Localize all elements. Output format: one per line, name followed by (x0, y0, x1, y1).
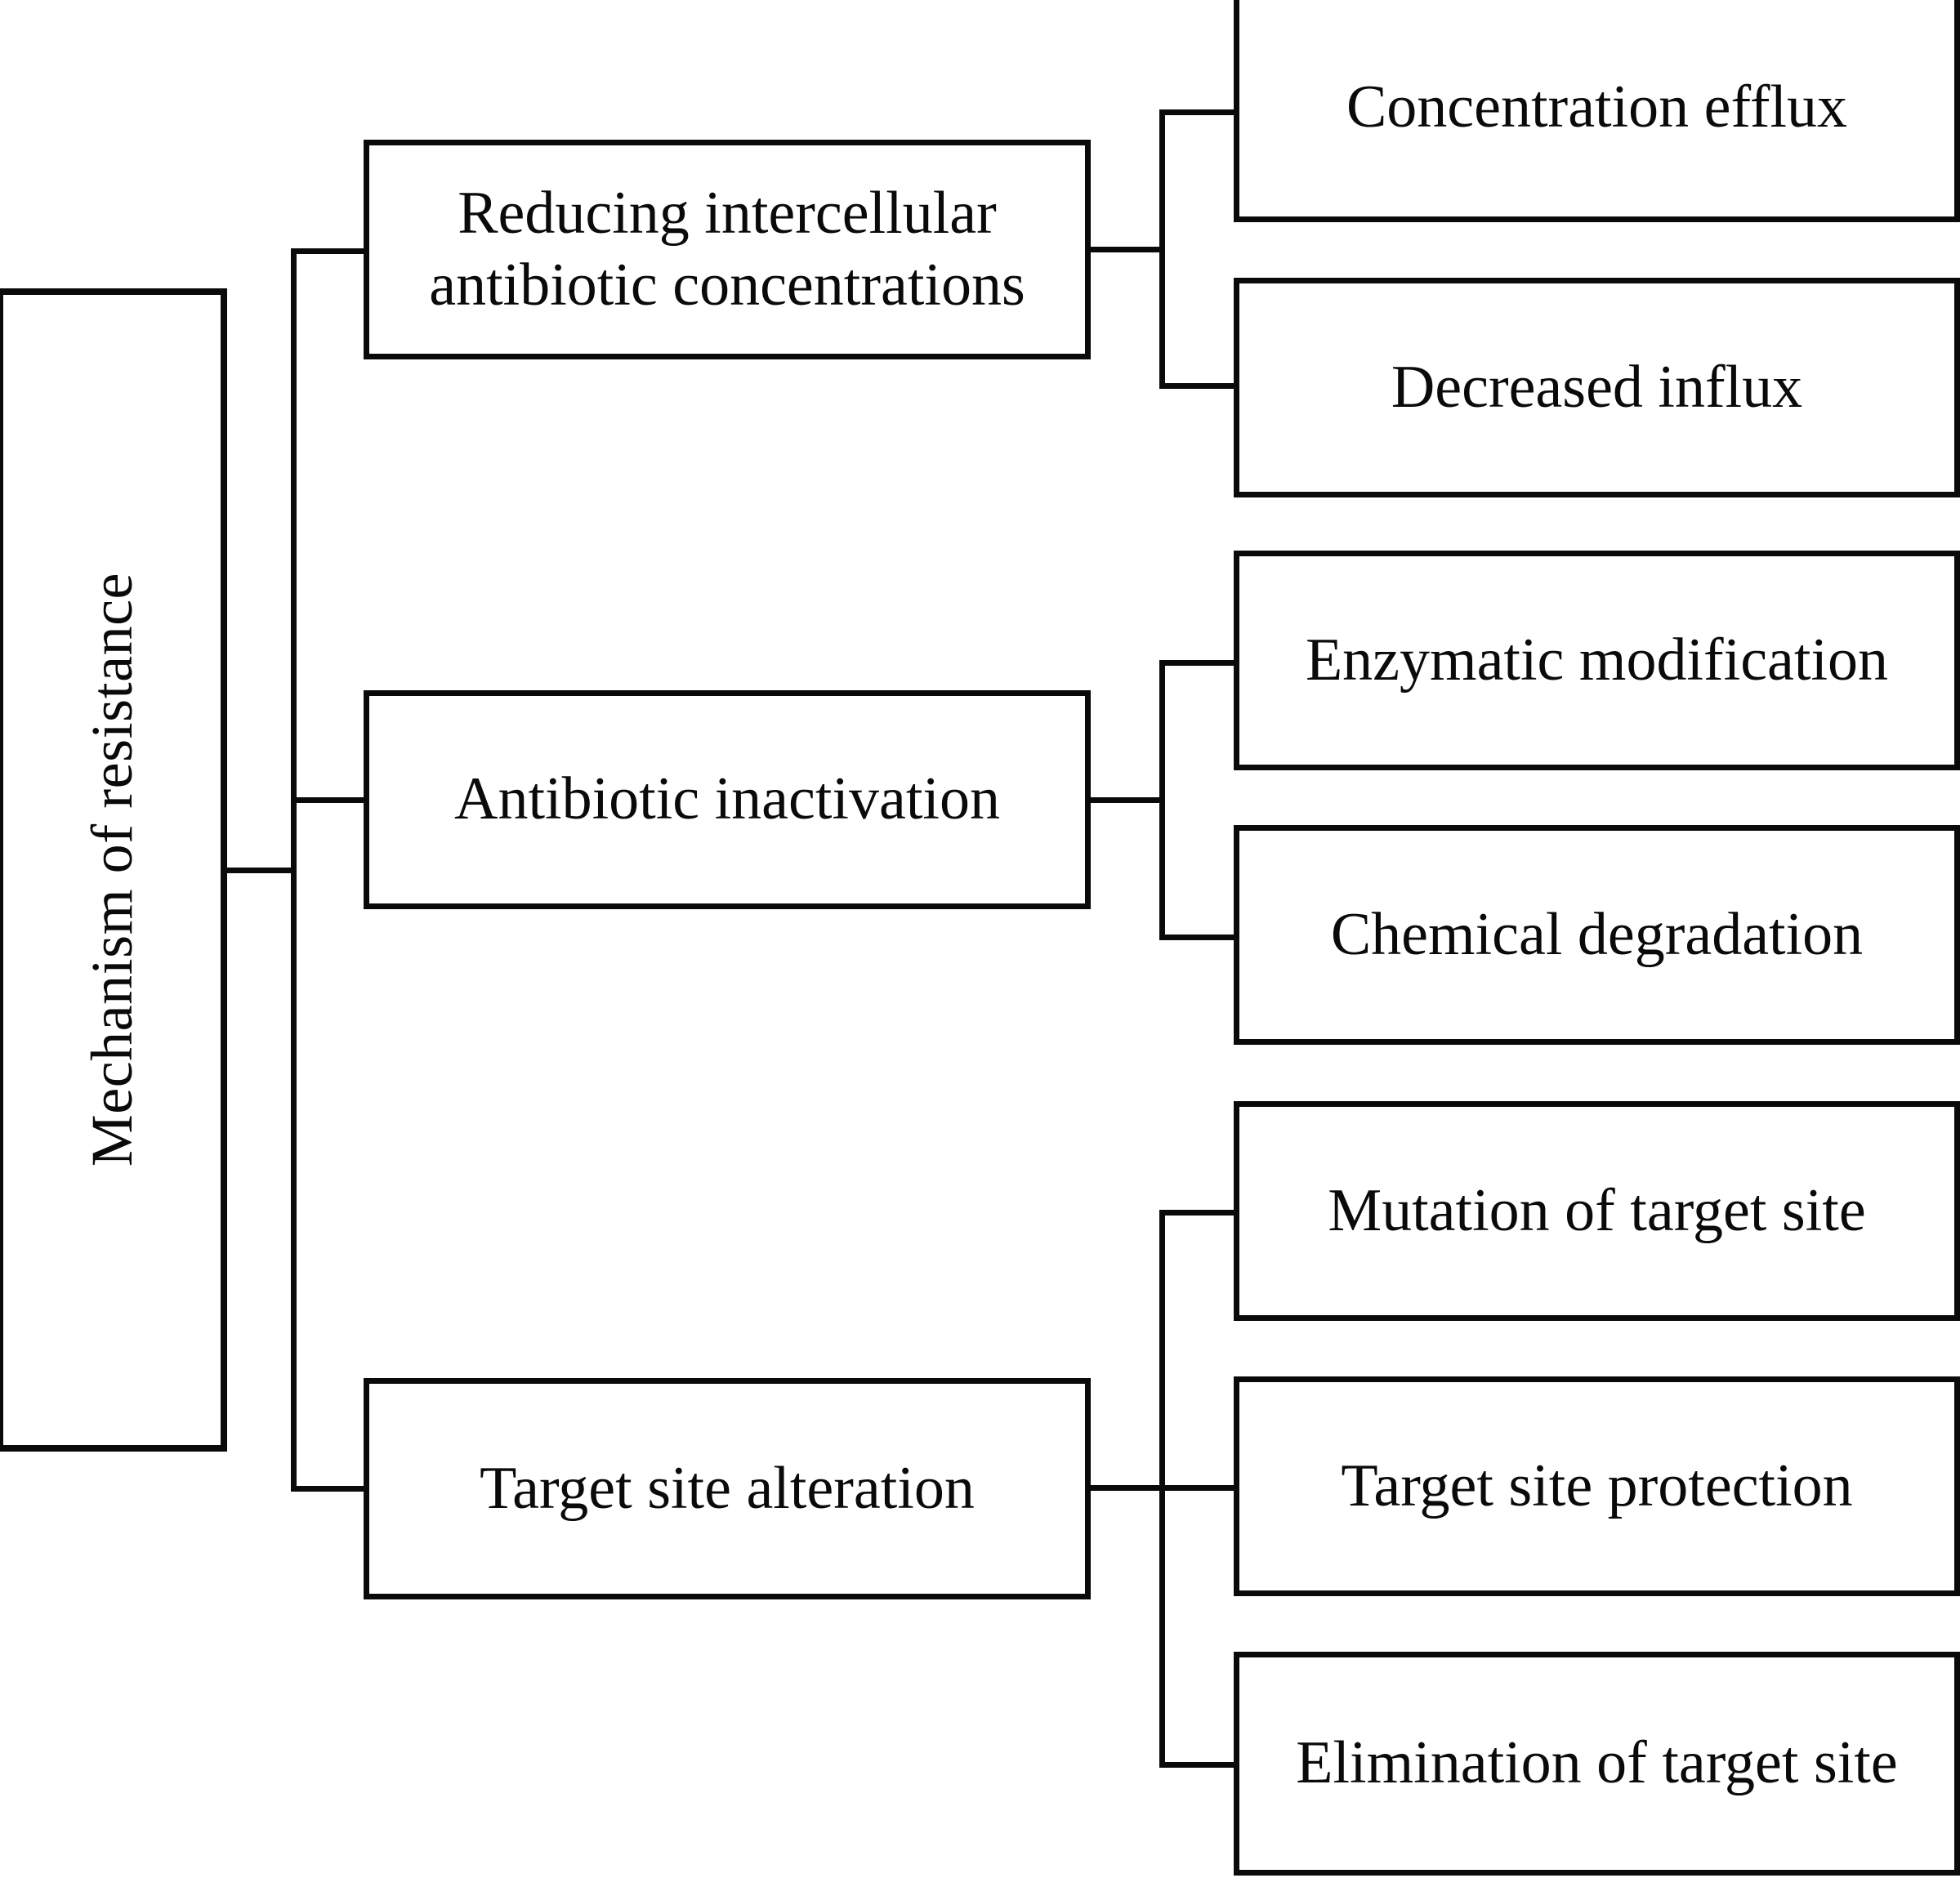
connector-root-to-branch-1 (291, 248, 368, 254)
connector-root-to-branch-2 (291, 797, 368, 803)
leaf-node-2-1-label: Enzymatic modification (1305, 626, 1889, 694)
leaf-node-3-2-label: Target site protection (1341, 1452, 1853, 1519)
leaf-node-1-2[interactable]: Decreased influx (1234, 278, 1960, 497)
leaf-node-3-1[interactable]: Mutation of target site (1234, 1101, 1960, 1321)
leaf-node-2-1[interactable]: Enzymatic modification (1234, 551, 1960, 770)
branch-node-3-label: Target site alteration (480, 1454, 975, 1522)
leaf-node-3-3[interactable]: Elimination of target site (1234, 1652, 1960, 1876)
connector-branch-2-to-leaf-1 (1159, 660, 1239, 666)
connector-branch-1-to-leaf-1 (1159, 109, 1239, 115)
connector-branch-2-trunk (1159, 660, 1165, 940)
branch-node-1[interactable]: Reducing intercellular antibiotic concen… (364, 140, 1091, 359)
connector-root-trunk (291, 248, 297, 1492)
connector-root-to-branch-3 (291, 1486, 368, 1492)
leaf-node-2-2[interactable]: Chemical degradation (1234, 825, 1960, 1045)
connector-branch-1-trunk (1159, 109, 1165, 389)
connector-branch-2-to-leaf-2 (1159, 935, 1239, 940)
connector-branch-3-stub (1087, 1485, 1165, 1491)
leaf-node-1-1-label: Concentration efflux (1346, 74, 1848, 141)
leaf-node-2-2-label: Chemical degradation (1330, 900, 1864, 968)
connector-branch-3-to-leaf-3 (1159, 1762, 1239, 1768)
leaf-node-3-1-label: Mutation of target site (1328, 1176, 1866, 1244)
branch-node-2-label: Antibiotic inactivation (454, 765, 1000, 833)
leaf-node-1-1[interactable]: Concentration efflux (1234, 0, 1960, 222)
branch-node-2[interactable]: Antibiotic inactivation (364, 690, 1091, 909)
connector-branch-3-to-leaf-1 (1159, 1210, 1239, 1216)
leaf-node-3-2[interactable]: Target site protection (1234, 1376, 1960, 1596)
leaf-node-3-3-label: Elimination of target site (1296, 1729, 1898, 1797)
connector-branch-1-to-leaf-2 (1159, 383, 1239, 389)
branch-node-3[interactable]: Target site alteration (364, 1378, 1091, 1599)
connector-branch-1-stub (1087, 247, 1165, 252)
branch-node-1-label: Reducing intercellular antibiotic concen… (429, 180, 1025, 319)
connector-root-stub (225, 868, 297, 873)
root-node-mechanism-of-resistance[interactable]: Mechanism of resistance (0, 288, 227, 1452)
connector-branch-3-to-leaf-2 (1159, 1485, 1239, 1491)
root-node-label: Mechanism of resistance (78, 573, 145, 1167)
connector-branch-2-stub (1087, 797, 1165, 803)
leaf-node-1-2-label: Decreased influx (1391, 353, 1803, 421)
